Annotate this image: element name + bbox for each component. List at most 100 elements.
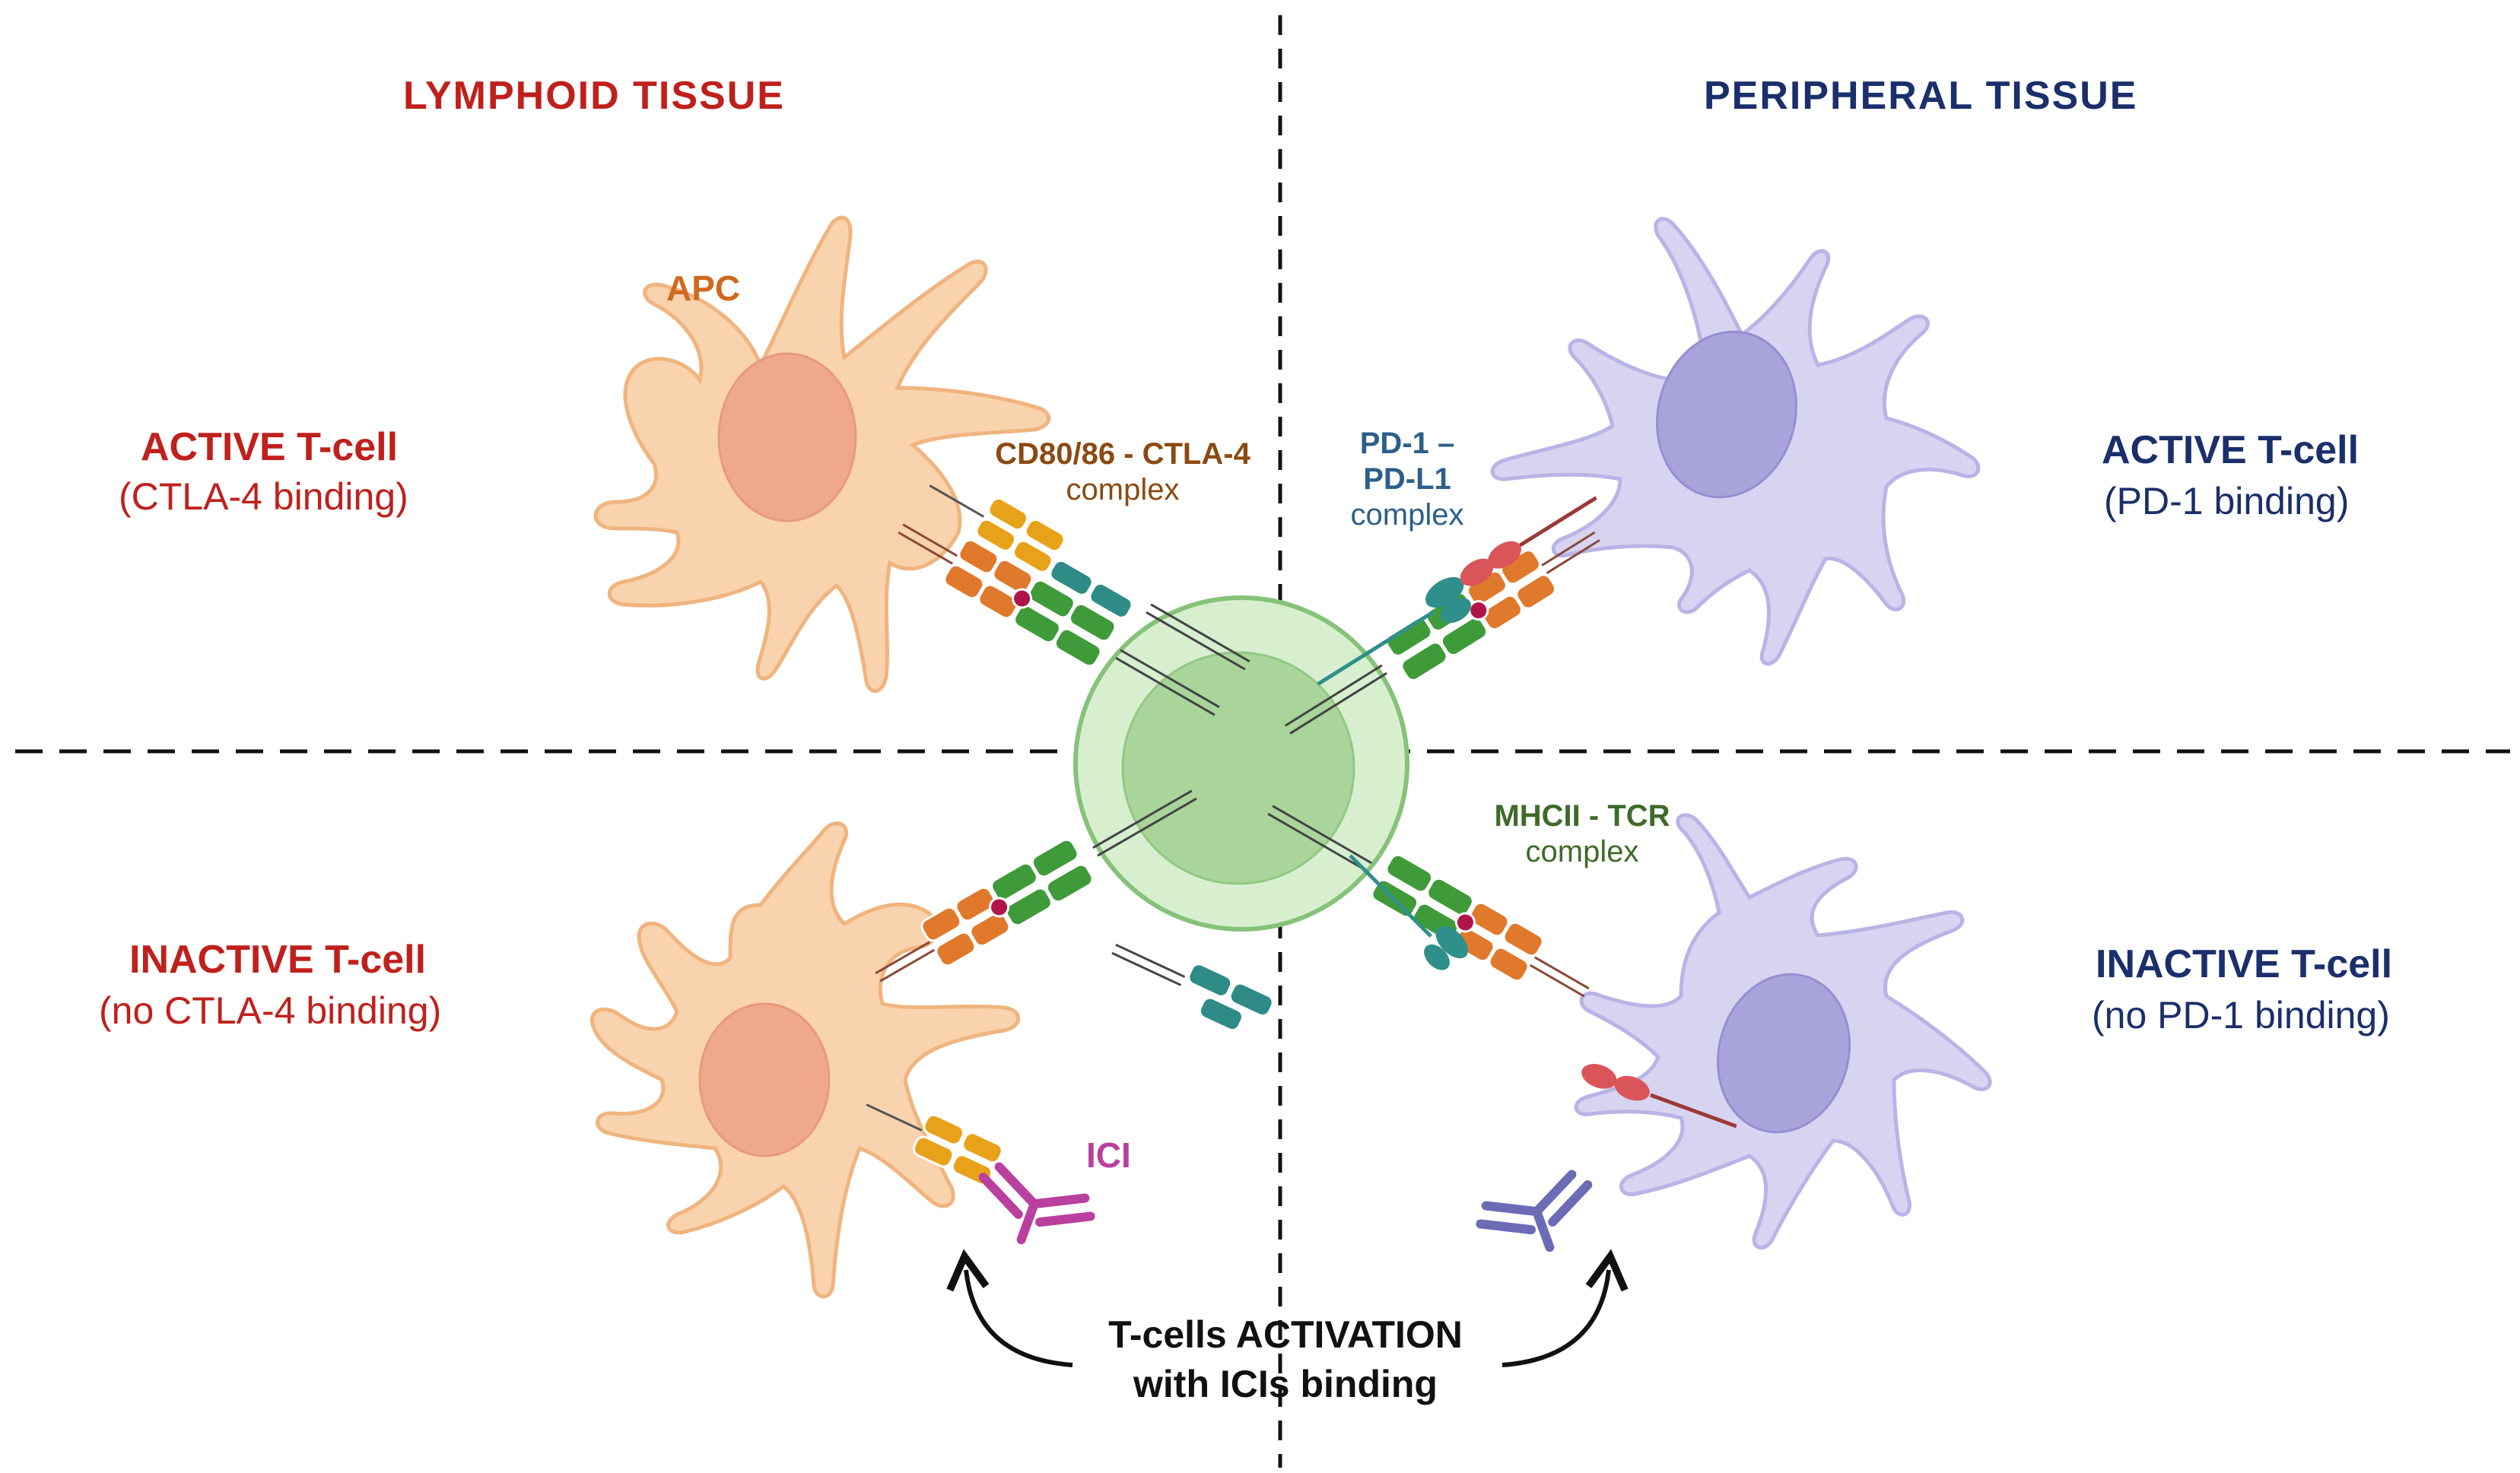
pd1-pdl1-label: PD-1 – PD-L1 complex <box>1339 426 1476 534</box>
active-left-subtitle: (CTLA-4 binding) <box>119 475 408 518</box>
pd1-pdl1-complex-top-right-pd1-stalk <box>1317 609 1435 686</box>
mhc-tcr-complex-bottom-right-stalk-b <box>1267 812 1368 872</box>
mhc-tcr-complex-top-left-block-7 <box>958 538 999 575</box>
mhc-tcr-complex-bottom-left-block-1 <box>1031 838 1079 878</box>
mhc-tcr-complex-top-right-stalk-b <box>1289 671 1387 735</box>
unbound-pdl1-stalk <box>1650 1093 1737 1129</box>
pdl1-cell-bottom-right <box>1574 813 1992 1250</box>
mhc-tcr-complex-top-right-apc-stalk-a <box>1541 531 1596 567</box>
pd1-pdl1-label-line3: complex <box>1350 498 1464 532</box>
t-cell <box>1073 595 1409 932</box>
unbound-pd1-bottom-right <box>1349 854 1469 970</box>
mhc-tcr-complex-top-right-block-7 <box>1515 573 1557 610</box>
unbound-pd1-bottom-right-head-a <box>1435 925 1469 959</box>
mhc-tcr-complex-bottom-left-peptide <box>989 897 1010 918</box>
mhc-tcr-complex-bottom-left-block-5 <box>955 886 996 922</box>
mhc-tcr-complex-bottom-left-block-6 <box>935 931 977 967</box>
ici-antibody-right <box>1476 1170 1593 1252</box>
cd80-ctla4-complex-top-left-block-0 <box>1088 582 1133 619</box>
unbound-ctla4-bottom-left-block-a <box>1187 963 1233 998</box>
inactive-right-title: INACTIVE T-cell <box>2096 942 2393 986</box>
unbound-pd1-bottom-right-head-b <box>1424 944 1450 970</box>
cd80-ctla4-complex-top-left <box>929 484 1250 671</box>
activation-arrow-left <box>946 1249 1073 1367</box>
receptor-complexes <box>866 484 1737 1186</box>
mhc-tcr-complex-bottom-left-block-7 <box>920 906 962 942</box>
peripheral-tissue-heading: PERIPHERAL TISSUE <box>1704 74 2138 118</box>
mhc-tcr-complex-bottom-right-block-0 <box>1385 853 1434 894</box>
activation-caption: T-cells ACTIVATION with ICIs binding <box>1088 1313 1483 1407</box>
mhc-tcr-complex-bottom-right-peptide <box>1454 912 1476 933</box>
cd80-ctla4-complex-top-left-block-3 <box>1024 518 1066 553</box>
apc-cell-bottom-left <box>589 821 1021 1299</box>
mhc-tcr-complex-top-right-apc-stalk-b <box>1546 538 1600 574</box>
mhc-tcr-label-line2: complex <box>1525 835 1639 869</box>
mhc-tcr-complex-top-left-apc-stalk-b <box>902 523 958 557</box>
pd1-pdl1-complex-top-right-pdl1-head-b <box>1488 541 1521 569</box>
mhc-tcr-complex-bottom-left-block-3 <box>990 862 1038 902</box>
unbound-pdl1-bottom-right <box>1581 1064 1737 1129</box>
mhc-tcr-complex-bottom-right-block-2 <box>1426 877 1474 917</box>
unbound-cd80-block-0 <box>923 1113 965 1146</box>
unbound-pdl1-head-b <box>1581 1064 1617 1089</box>
pd1-pdl1-label-line2: PD-L1 <box>1363 462 1451 497</box>
unbound-cd80-block-1 <box>912 1135 955 1168</box>
unbound-cd80-block-2 <box>961 1132 1003 1164</box>
mhc-tcr-complex-bottom-left-block-0 <box>1045 863 1094 903</box>
cd80-ctla4-label-line2: complex <box>1066 473 1180 507</box>
activation-caption-line2: with ICIs binding <box>1133 1363 1438 1405</box>
mhc-tcr-complex-bottom-right-apc-stalk-b <box>1530 963 1585 998</box>
unbound-cd80-stalk <box>866 1103 923 1132</box>
unbound-cd80-bottom-left <box>866 1103 1003 1186</box>
mhc-tcr-complex-bottom-left-block-4 <box>969 911 1011 948</box>
mhc-tcr-complex-top-right-block-0 <box>1385 617 1433 657</box>
mhc-tcr-complex-top-left-block-4 <box>977 583 1019 620</box>
mhc-tcr-label: MHCII - TCR complex <box>1468 798 1696 870</box>
mhc-tcr-label-line1: MHCII - TCR <box>1494 799 1670 833</box>
mhc-tcr-complex-top-left-stalk-b <box>1120 649 1220 709</box>
mhc-tcr-complex-top-left-block-6 <box>943 563 985 600</box>
mhc-tcr-complex-top-left-apc-stalk-a <box>898 531 953 565</box>
cd80-ctla4-complex-top-left-stalk-a <box>1146 611 1246 671</box>
unbound-pd1-bottom-right-stalk <box>1349 854 1432 938</box>
mhc-tcr-complex-bottom-left-apc-stalk-b <box>875 941 930 975</box>
pd1-pdl1-complex-top-right <box>1317 496 1597 686</box>
mhc-tcr-complex-top-left-block-2 <box>1013 604 1061 644</box>
apc-cell-top-left <box>593 215 1051 694</box>
pd1-pdl1-complex-top-right-pd1-head-b <box>1440 598 1472 624</box>
cd80-ctla4-complex-top-left-block-2 <box>1012 539 1053 573</box>
ici-label: ICI <box>1086 1135 1131 1175</box>
active-left-title: ACTIVE T-cell <box>141 425 399 469</box>
active-right-subtitle: (PD-1 binding) <box>2104 480 2350 522</box>
pd1-pdl1-label-line1: PD-1 – <box>1359 427 1455 460</box>
mhc-tcr-complex-top-right-stalk-a <box>1284 664 1383 727</box>
mhc-tcr-complex-bottom-right-block-7 <box>1488 946 1530 983</box>
pdl1-cell-top-right <box>1490 217 1981 666</box>
mhc-tcr-complex-top-left-block-1 <box>1068 602 1117 643</box>
mhc-tcr-complex-bottom-right-block-4 <box>1468 901 1510 938</box>
mhc-tcr-complex-bottom-right-apc-stalk-a <box>1534 956 1590 990</box>
active-right-title: ACTIVE T-cell <box>2102 428 2360 472</box>
mhc-tcr-complex-top-right-block-3 <box>1440 616 1489 657</box>
mhc-tcr-complex-bottom-left-block-2 <box>1005 887 1053 927</box>
ici-antibody-left <box>978 1162 1095 1245</box>
inactive-right-subtitle: (no PD-1 binding) <box>2092 994 2390 1036</box>
unbound-pdl1-head-a <box>1614 1075 1650 1101</box>
lymphoid-tissue-heading: LYMPHOID TISSUE <box>403 74 785 118</box>
cd80-ctla4-complex-top-left-stalk-b <box>1150 603 1250 663</box>
mhc-tcr-complex-bottom-left-stalk-a <box>1097 797 1197 857</box>
unbound-ctla4-bottom-left-block-c <box>1198 996 1244 1032</box>
mhc-tcr-complex-bottom-right-block-6 <box>1502 921 1544 957</box>
cd80-ctla4-complex-top-left-block-4 <box>975 518 1017 552</box>
pd1-pdl1-complex-top-right-pdl1-head-a <box>1460 558 1494 586</box>
mhc-tcr-complex-top-right-block-1 <box>1400 641 1448 681</box>
mhc-tcr-complex-top-left-block-3 <box>1028 579 1076 619</box>
unbound-ctla4-bottom-left-block-b <box>1228 982 1274 1017</box>
inactive-left-title: INACTIVE T-cell <box>129 938 427 982</box>
mhc-tcr-complex-bottom-right-stalk-a <box>1272 805 1372 865</box>
inactive-left-subtitle: (no CTLA-4 binding) <box>99 989 442 1032</box>
mhc-tcr-complex-bottom-left-stalk-b <box>1092 789 1193 849</box>
mhc-tcr-complex-top-right-block-5 <box>1482 594 1523 631</box>
mhc-tcr-complex-top-left-block-5 <box>992 558 1034 595</box>
